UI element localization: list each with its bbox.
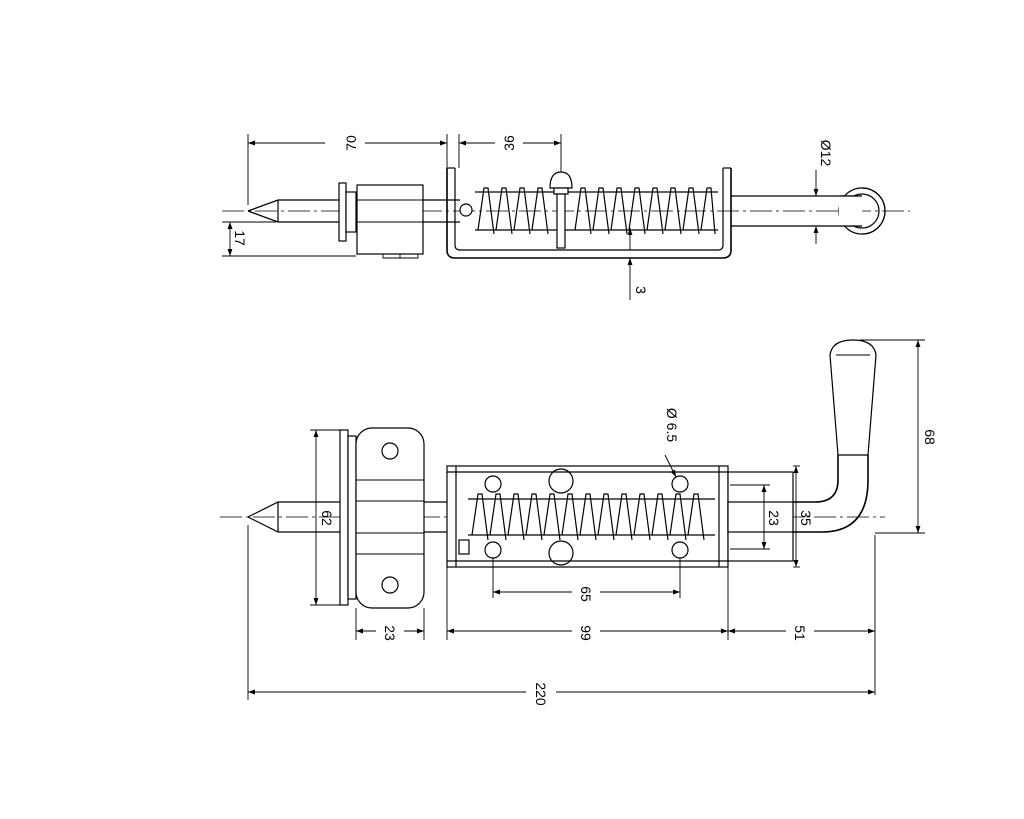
top-collar-plate	[338, 182, 347, 242]
front-mounting-bracket	[355, 427, 425, 609]
housing-hole-large	[548, 540, 574, 566]
front-backing-plate	[339, 429, 349, 606]
dim-front-plate-height: 62	[319, 510, 335, 526]
dim-hole-spacing: 65	[578, 586, 594, 602]
top-u-bracket	[446, 168, 732, 259]
dim-outer-height: 35	[798, 510, 814, 526]
dim-handle-height: 68	[922, 429, 938, 445]
housing-hole	[671, 475, 689, 493]
front-handle-grip	[829, 339, 877, 456]
top-bolt-tip	[247, 199, 340, 223]
dim-inner-height: 23	[766, 510, 782, 526]
front-handle-bend	[793, 455, 869, 533]
dim-front-plate-width: 23	[382, 625, 398, 641]
dim-top-rod-diameter: Ø12	[818, 140, 834, 167]
dim-top-tip-height: 17	[232, 230, 248, 246]
top-collar-plate-inner	[345, 191, 357, 233]
top-spring	[475, 187, 718, 235]
dim-top-spring-offset: 36	[501, 135, 517, 151]
dim-overall-length: 220	[533, 682, 549, 706]
dim-top-wall: 3	[633, 286, 649, 294]
top-knob	[549, 171, 573, 189]
dim-top-length: 70	[343, 135, 359, 151]
top-mounting-block	[356, 184, 424, 255]
top-pin	[459, 203, 473, 217]
front-spring	[468, 493, 715, 541]
front-mount-hole-top	[381, 442, 399, 460]
front-bolt-tip	[247, 501, 340, 533]
dim-handle-offset: 51	[792, 625, 808, 641]
dim-hole-diameter: Ø 6.5	[664, 408, 680, 442]
front-view: 62 23 Ø 6.5 23 35 65 99	[220, 339, 938, 706]
housing-hole-large	[548, 468, 574, 494]
front-housing	[446, 465, 729, 568]
housing-hole	[484, 475, 502, 493]
dim-housing-length: 99	[578, 625, 594, 641]
top-view: 70 36 Ø12 17 3	[222, 134, 910, 300]
front-mount-hole-bottom	[381, 576, 399, 594]
